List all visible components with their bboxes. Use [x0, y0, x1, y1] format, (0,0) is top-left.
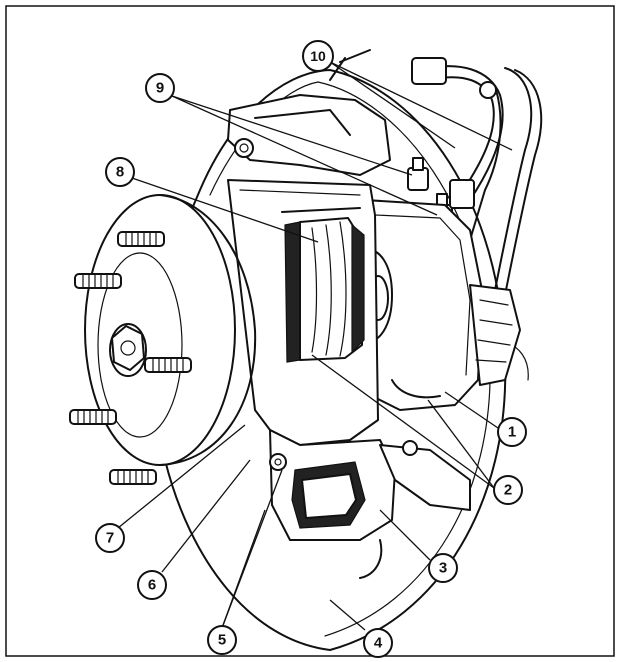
leader-6 — [161, 459, 251, 573]
leader-4 — [329, 599, 366, 631]
callout-10: 10 — [302, 40, 334, 72]
caliper — [359, 199, 521, 411]
leader-lines — [117, 61, 513, 631]
callout-1: 1 — [497, 417, 527, 447]
leader-1 — [444, 391, 499, 429]
wheel-stud — [69, 409, 117, 425]
wheel-stud — [109, 469, 157, 485]
callout-5: 5 — [207, 625, 237, 655]
brake-hose — [411, 57, 543, 381]
leader-2b — [427, 399, 495, 489]
callout-8-label: 8 — [116, 164, 124, 181]
callout-1-label: 1 — [508, 424, 516, 441]
wheel-stud — [74, 273, 122, 289]
wheel-hub — [84, 194, 257, 466]
callout-4-label: 4 — [374, 635, 383, 652]
callout-6: 6 — [137, 570, 167, 600]
callout-3: 3 — [428, 553, 458, 583]
callout-9: 9 — [145, 73, 175, 103]
callout-10-label: 10 — [310, 48, 326, 64]
callout-7-label: 7 — [106, 530, 114, 547]
leader-2a — [311, 354, 495, 489]
callout-5-label: 5 — [218, 632, 226, 649]
callout-2: 2 — [493, 475, 523, 505]
dust-shield — [269, 429, 471, 579]
wheel-stud — [144, 357, 192, 373]
brake-pads — [281, 207, 365, 363]
leader-9b — [171, 95, 438, 216]
wheel-studs — [69, 231, 192, 485]
leader-3 — [379, 509, 431, 561]
leader-9a — [171, 95, 413, 176]
leader-10b — [329, 61, 513, 151]
wheel-stud — [117, 231, 165, 247]
callout-7: 7 — [95, 523, 125, 553]
leader-8 — [131, 177, 319, 243]
leader-7 — [117, 424, 246, 529]
callout-2-label: 2 — [504, 482, 512, 499]
callout-9-label: 9 — [156, 80, 164, 97]
callout-4: 4 — [363, 628, 393, 658]
callout-8: 8 — [105, 157, 135, 187]
leader-10a — [329, 61, 456, 149]
callout-3-label: 3 — [439, 560, 447, 577]
figure-border — [5, 5, 615, 657]
callout-6-label: 6 — [148, 577, 156, 594]
leader-5b — [221, 469, 283, 629]
